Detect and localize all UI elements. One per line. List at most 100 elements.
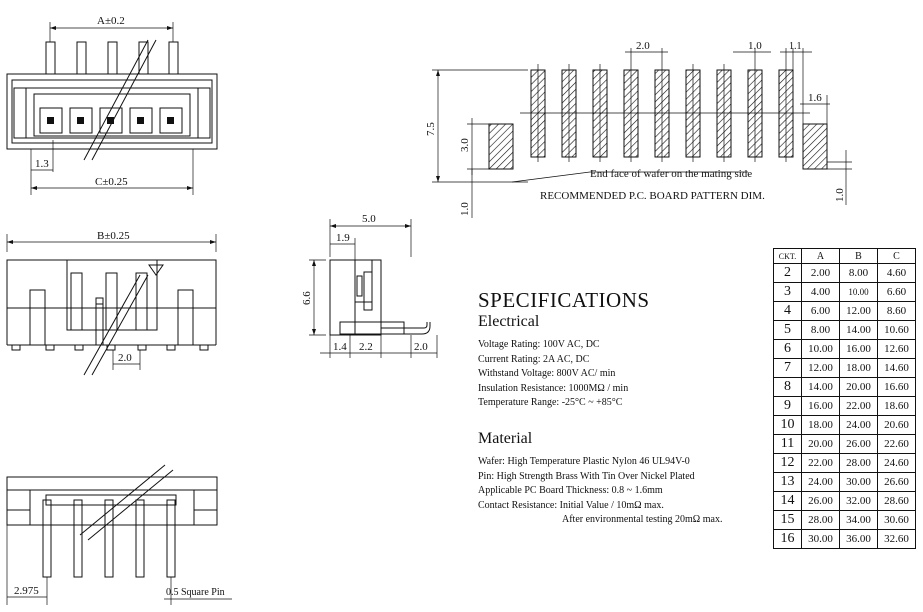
bottom-view: 2.975 0.5 Square Pin [6,464,232,605]
cell-b: 32.00 [839,491,878,511]
cell-c: 18.60 [877,396,916,416]
cell-b: 24.00 [839,415,878,435]
cell-ckt: 12 [773,453,802,473]
cell-b: 34.00 [839,510,878,530]
pcb-dim-1-6: 1.6 [808,92,822,104]
dim-2-2: 2.2 [359,341,373,353]
cell-b: 8.00 [839,263,878,283]
pcb-pattern: 2.0 1.0 1.1 1.6 7.5 3.0 1.0 1.0 End face… [425,40,852,218]
spec-line: Voltage Rating: 100V AC, DC [478,339,600,350]
specifications-block: SPECIFICATIONS Electrical Voltage Rating… [478,288,778,528]
spec-line: Pin: High Strength Brass With Tin Over N… [478,470,695,482]
cell-ckt: 7 [773,358,802,378]
cell-c: 32.60 [877,529,916,549]
header-a: A [801,248,840,264]
spec-line: Applicable PC Board Thickness: 0.8 ~ 1.6… [478,485,663,497]
cell-c: 12.60 [877,339,916,359]
spec-line: Current Rating: 2A AC, DC [478,353,590,365]
cell-b: 28.00 [839,453,878,473]
cell-a: 12.00 [801,358,840,378]
cell-b: 36.00 [839,529,878,549]
pcb-dim-7-5: 7.5 [425,122,437,136]
cell-c: 26.60 [877,472,916,492]
dim-5-0: 5.0 [362,213,376,225]
dim-1-9: 1.9 [336,232,350,244]
cell-c: 8.60 [877,301,916,321]
pcb-dim-1-0-right: 1.0 [834,188,846,202]
cell-b: 12.00 [839,301,878,321]
cell-a: 8.00 [801,320,840,340]
cell-ckt: 5 [773,320,802,340]
cell-b: 14.00 [839,320,878,340]
spec-line: Temperature Range: -25°C ~ +85°C [478,397,623,409]
cell-b: 26.00 [839,434,878,454]
cell-b: 20.00 [839,377,878,397]
cell-ckt: 4 [773,301,802,321]
spec-line: After environmental testing 20mΩ max. [562,514,723,526]
cell-a: 10.00 [801,339,840,359]
spec-line: Insulation Resistance: 1000MΩ / min [478,382,629,394]
pcb-dim-1-0: 1.0 [748,40,762,52]
cell-ckt: 11 [773,434,802,454]
cell-c: 20.60 [877,415,916,435]
cell-c: 16.60 [877,377,916,397]
cell-ckt: 2 [773,263,802,283]
dim-2-0-front: 2.0 [118,352,132,364]
cell-ckt: 6 [773,339,802,359]
pcb-dim-2-0: 2.0 [636,40,650,52]
cell-a: 6.00 [801,301,840,321]
cell-c: 30.60 [877,510,916,530]
specifications-title: SPECIFICATIONS [478,288,650,312]
cell-b: 10.00 [839,282,878,302]
dim-1-3: 1.3 [35,158,49,170]
cell-c: 6.60 [877,282,916,302]
cell-ckt: 16 [773,529,802,549]
end-face-note: End face of wafer on the mating side [590,168,752,180]
cell-c: 14.60 [877,358,916,378]
pcb-dim-1-1: 1.1 [789,41,802,52]
cell-a: 20.00 [801,434,840,454]
dim-a-tol: A±0.2 [97,15,125,27]
cell-a: 30.00 [801,529,840,549]
cell-c: 24.60 [877,453,916,473]
pcb-dim-3-0: 3.0 [459,138,471,152]
cell-a: 2.00 [801,263,840,283]
pcb-pad-right [802,123,828,170]
front-view: B±0.25 2.0 [6,230,217,376]
dim-1-4: 1.4 [333,341,347,353]
cell-ckt: 8 [773,377,802,397]
spec-line: Withstand Voltage: 800V AC/ min [478,368,616,380]
cell-ckt: 15 [773,510,802,530]
header-c: C [877,248,916,264]
cell-c: 22.60 [877,434,916,454]
cell-ckt: 10 [773,415,802,435]
cell-b: 16.00 [839,339,878,359]
cell-ckt: 13 [773,472,802,492]
cell-ckt: 14 [773,491,802,511]
cell-a: 16.00 [801,396,840,416]
cell-c: 4.60 [877,263,916,283]
top-view: A±0.2 [6,15,218,195]
cell-a: 4.00 [801,282,840,302]
cell-a: 22.00 [801,453,840,473]
dim-2-0-side: 2.0 [414,341,428,353]
cell-a: 24.00 [801,472,840,492]
cell-b: 30.00 [839,472,878,492]
dim-square-pin: 0.5 Square Pin [166,587,225,598]
header-ckt: CKT. [773,248,802,264]
